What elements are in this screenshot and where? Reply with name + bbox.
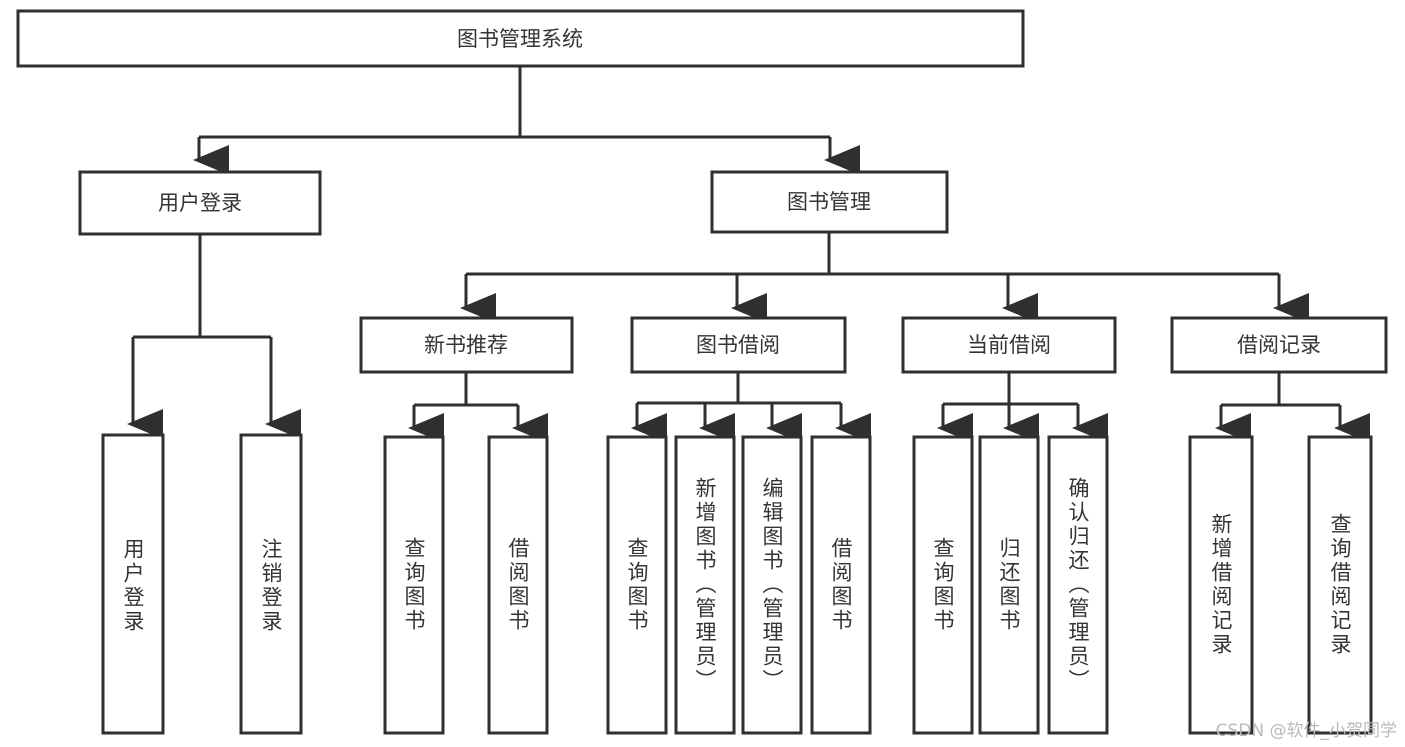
leaf-book-borrow-0[interactable]: 查询图书 (606, 435, 668, 735)
leaf-book-borrow-3-label: 借阅图书 (829, 537, 853, 633)
leaf-book-borrow-1[interactable]: 新增图书（管理员） (674, 435, 736, 735)
leaf-current-borrow-2-label: 确认归还（管理员） (1066, 477, 1090, 693)
leaf-borrow-record-1[interactable]: 查询借阅记录 (1307, 435, 1373, 735)
node-root-box[interactable] (16, 9, 1025, 68)
leaf-user-login-0-box[interactable] (101, 433, 165, 735)
leaf-new-book-recommend-0[interactable]: 查询图书 (383, 435, 445, 735)
node-current-borrow-label: 当前借阅 (967, 333, 1051, 357)
leaf-user-login-1-box[interactable] (239, 433, 303, 735)
leaf-current-borrow-1-label: 归还图书 (997, 537, 1021, 633)
leaf-book-borrow-1-label: 新增图书（管理员） (693, 477, 717, 693)
leaf-book-borrow-1-box[interactable] (674, 435, 736, 735)
leaf-current-borrow-1-box[interactable] (978, 435, 1040, 735)
leaf-current-borrow-1[interactable]: 归还图书 (978, 435, 1040, 735)
node-book-borrow-label: 图书借阅 (696, 333, 780, 357)
node-user-login[interactable]: 用户登录 (78, 170, 322, 236)
leaf-current-borrow-0-label: 查询图书 (931, 537, 955, 633)
leaf-new-book-recommend-1-label: 借阅图书 (506, 537, 530, 633)
leaf-borrow-record-1-box[interactable] (1307, 435, 1373, 735)
leaf-new-book-recommend-0-label: 查询图书 (402, 537, 426, 633)
csdn-watermark: CSDN @软件_小贺同学 (1215, 721, 1397, 741)
leaf-current-borrow-2-box[interactable] (1047, 435, 1109, 735)
leaf-user-login-0[interactable]: 用户登录 (101, 433, 165, 735)
node-root[interactable]: 图书管理系统 (16, 9, 1025, 68)
leaf-new-book-recommend-1[interactable]: 借阅图书 (487, 435, 549, 735)
node-book-management[interactable]: 图书管理 (710, 170, 949, 234)
leaf-borrow-record-0[interactable]: 新增借阅记录 (1188, 435, 1254, 735)
connector-user-login-to-leaves (127, 234, 301, 439)
connector-new-book-recommend-to-leaves (408, 372, 548, 443)
connector-root-to-level2 (193, 66, 860, 175)
node-borrow-record-label: 借阅记录 (1237, 333, 1321, 357)
leaf-borrow-record-0-label: 新增借阅记录 (1209, 513, 1233, 657)
leaf-current-borrow-0-box[interactable] (912, 435, 974, 735)
leaf-book-borrow-3-box[interactable] (810, 435, 872, 735)
node-current-borrow-box[interactable] (901, 316, 1117, 374)
leaf-current-borrow-0[interactable]: 查询图书 (912, 435, 974, 735)
leaf-borrow-record-1-label: 查询借阅记录 (1328, 513, 1352, 657)
connector-book-management-to-level3 (460, 232, 1309, 323)
node-borrow-record[interactable]: 借阅记录 (1170, 316, 1388, 374)
leaf-user-login-0-label: 用户登录 (121, 538, 145, 634)
leaf-book-borrow-2[interactable]: 编辑图书（管理员） (741, 435, 803, 735)
node-book-management-label: 图书管理 (787, 190, 871, 214)
node-user-login-label: 用户登录 (158, 191, 242, 215)
connector-borrow-record-to-leaves (1215, 372, 1370, 443)
leaf-new-book-recommend-1-box[interactable] (487, 435, 549, 735)
leaf-current-borrow-2[interactable]: 确认归还（管理员） (1047, 435, 1109, 735)
node-user-login-box[interactable] (78, 170, 322, 236)
leaf-borrow-record-0-box[interactable] (1188, 435, 1254, 735)
node-new-book-recommend-label: 新书推荐 (424, 333, 508, 357)
leaf-book-borrow-2-box[interactable] (741, 435, 803, 735)
node-current-borrow[interactable]: 当前借阅 (901, 316, 1117, 374)
node-book-borrow[interactable]: 图书借阅 (630, 316, 847, 374)
leaf-book-borrow-2-label: 编辑图书（管理员） (760, 477, 784, 693)
leaf-user-login-1[interactable]: 注销登录 (239, 433, 303, 735)
leaf-book-borrow-0-box[interactable] (606, 435, 668, 735)
leaf-book-borrow-0-label: 查询图书 (625, 537, 649, 633)
node-root-label: 图书管理系统 (457, 27, 583, 51)
leaf-user-login-1-label: 注销登录 (259, 538, 283, 634)
leaf-book-borrow-3[interactable]: 借阅图书 (810, 435, 872, 735)
connector-book-borrow-to-leaves (631, 372, 871, 443)
node-new-book-recommend-box[interactable] (359, 316, 574, 374)
leaf-new-book-recommend-0-box[interactable] (383, 435, 445, 735)
connector-current-borrow-to-leaves (937, 372, 1108, 443)
node-new-book-recommend[interactable]: 新书推荐 (359, 316, 574, 374)
